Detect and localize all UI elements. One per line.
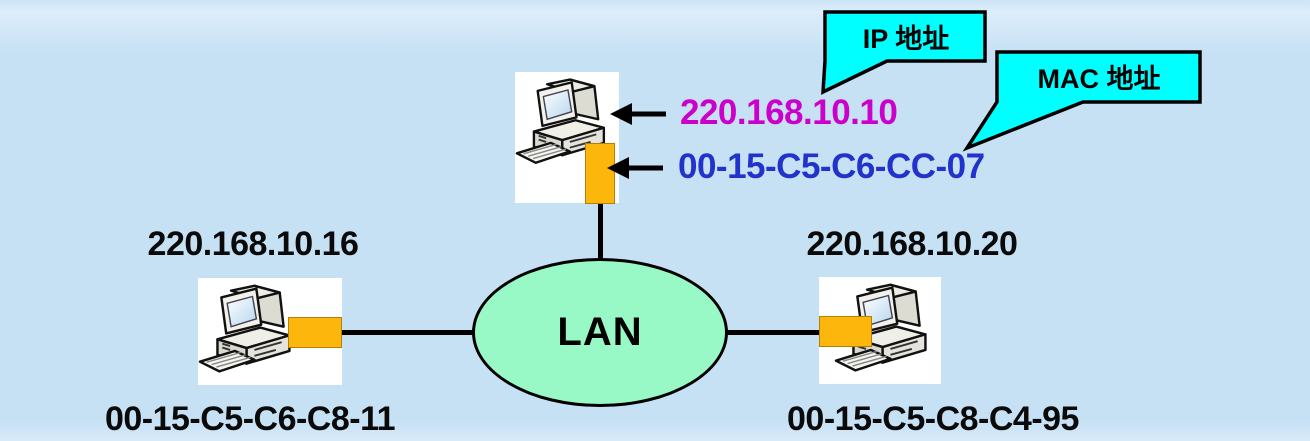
link-top-pc-to-lan xyxy=(598,202,603,262)
right-ip-address: 220.168.10.20 xyxy=(806,225,1018,263)
arrow-left-icon xyxy=(607,157,663,179)
left-mac-address: 00-15-C5-C6-C8-11 xyxy=(104,400,396,438)
link-right-pc-to-lan xyxy=(725,330,822,335)
right-mac-address: 00-15-C5-C8-C4-95 xyxy=(787,400,1079,438)
lan-ellipse: LAN xyxy=(472,258,728,407)
top-ip-address: 220.168.10.10 xyxy=(680,93,898,132)
top-nic-adapter xyxy=(585,143,615,204)
mac-address-callout: MAC 地址 xyxy=(962,50,1202,152)
right-nic-adapter xyxy=(819,316,872,347)
link-left-pc-to-lan xyxy=(340,330,474,335)
left-ip-address: 220.168.10.16 xyxy=(147,225,359,263)
ip-address-callout: IP 地址 xyxy=(821,10,987,95)
mac-callout-label: MAC 地址 xyxy=(1038,64,1161,94)
left-nic-adapter xyxy=(288,317,342,348)
ip-callout-label: IP 地址 xyxy=(863,24,950,54)
arrow-left-icon xyxy=(610,103,666,125)
top-mac-address: 00-15-C5-C6-CC-07 xyxy=(678,147,985,186)
lan-label: LAN xyxy=(557,310,643,354)
